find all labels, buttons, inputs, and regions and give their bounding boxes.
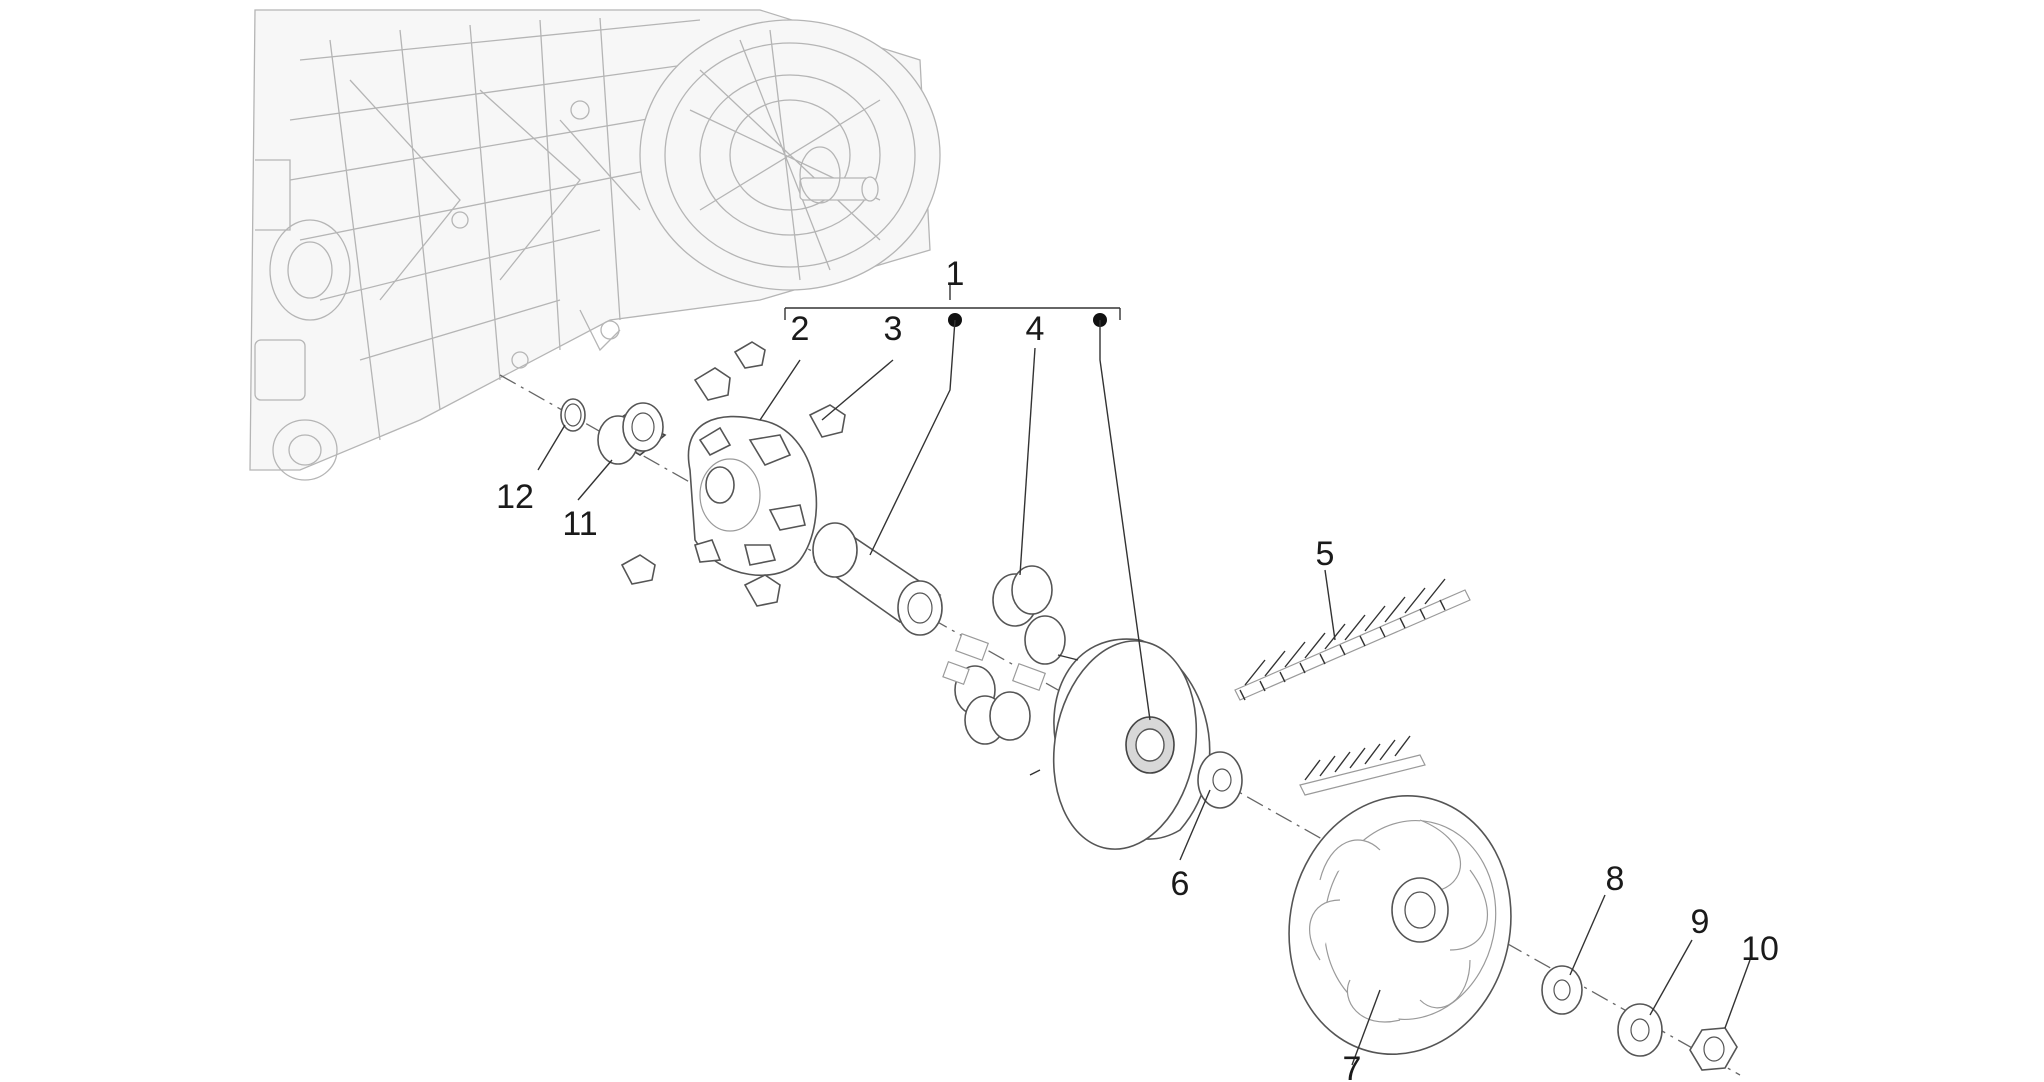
callout-2: 2 xyxy=(791,310,810,348)
callout-10: 10 xyxy=(1741,930,1779,968)
engine-crankcase xyxy=(249,9,941,481)
callout-4: 4 xyxy=(1026,310,1045,348)
part-3-sliders xyxy=(620,341,846,607)
part-5-strip xyxy=(1234,578,1471,796)
part-7-fan-pulley xyxy=(1288,795,1512,1055)
callout-5: 5 xyxy=(1316,535,1335,573)
callout-6: 6 xyxy=(1171,865,1190,903)
part-2-ramp-plate xyxy=(687,415,818,577)
part-11-bushing xyxy=(597,402,667,465)
callout-1: 1 xyxy=(946,255,965,293)
callout-12: 12 xyxy=(496,478,534,516)
callout-3: 3 xyxy=(884,310,903,348)
callout-11: 11 xyxy=(562,505,597,543)
part-1-pulley-half xyxy=(1029,638,1211,850)
callout-7: 7 xyxy=(1343,1050,1362,1082)
part-9-washer xyxy=(1617,1003,1663,1057)
part-6-washer xyxy=(1197,751,1243,809)
callout-8: 8 xyxy=(1606,860,1625,898)
part-12-circlip xyxy=(560,398,586,432)
leader-lines xyxy=(537,319,1751,1066)
callout-labels: 1 2 3 4 5 6 7 8 9 10 12 11 xyxy=(496,255,1779,1082)
part-10-nut xyxy=(1689,1027,1738,1071)
part-4-rollers xyxy=(942,565,1066,745)
part-8-washer xyxy=(1541,965,1583,1015)
part-1-sleeve xyxy=(812,522,943,636)
callout-9: 9 xyxy=(1691,903,1710,941)
